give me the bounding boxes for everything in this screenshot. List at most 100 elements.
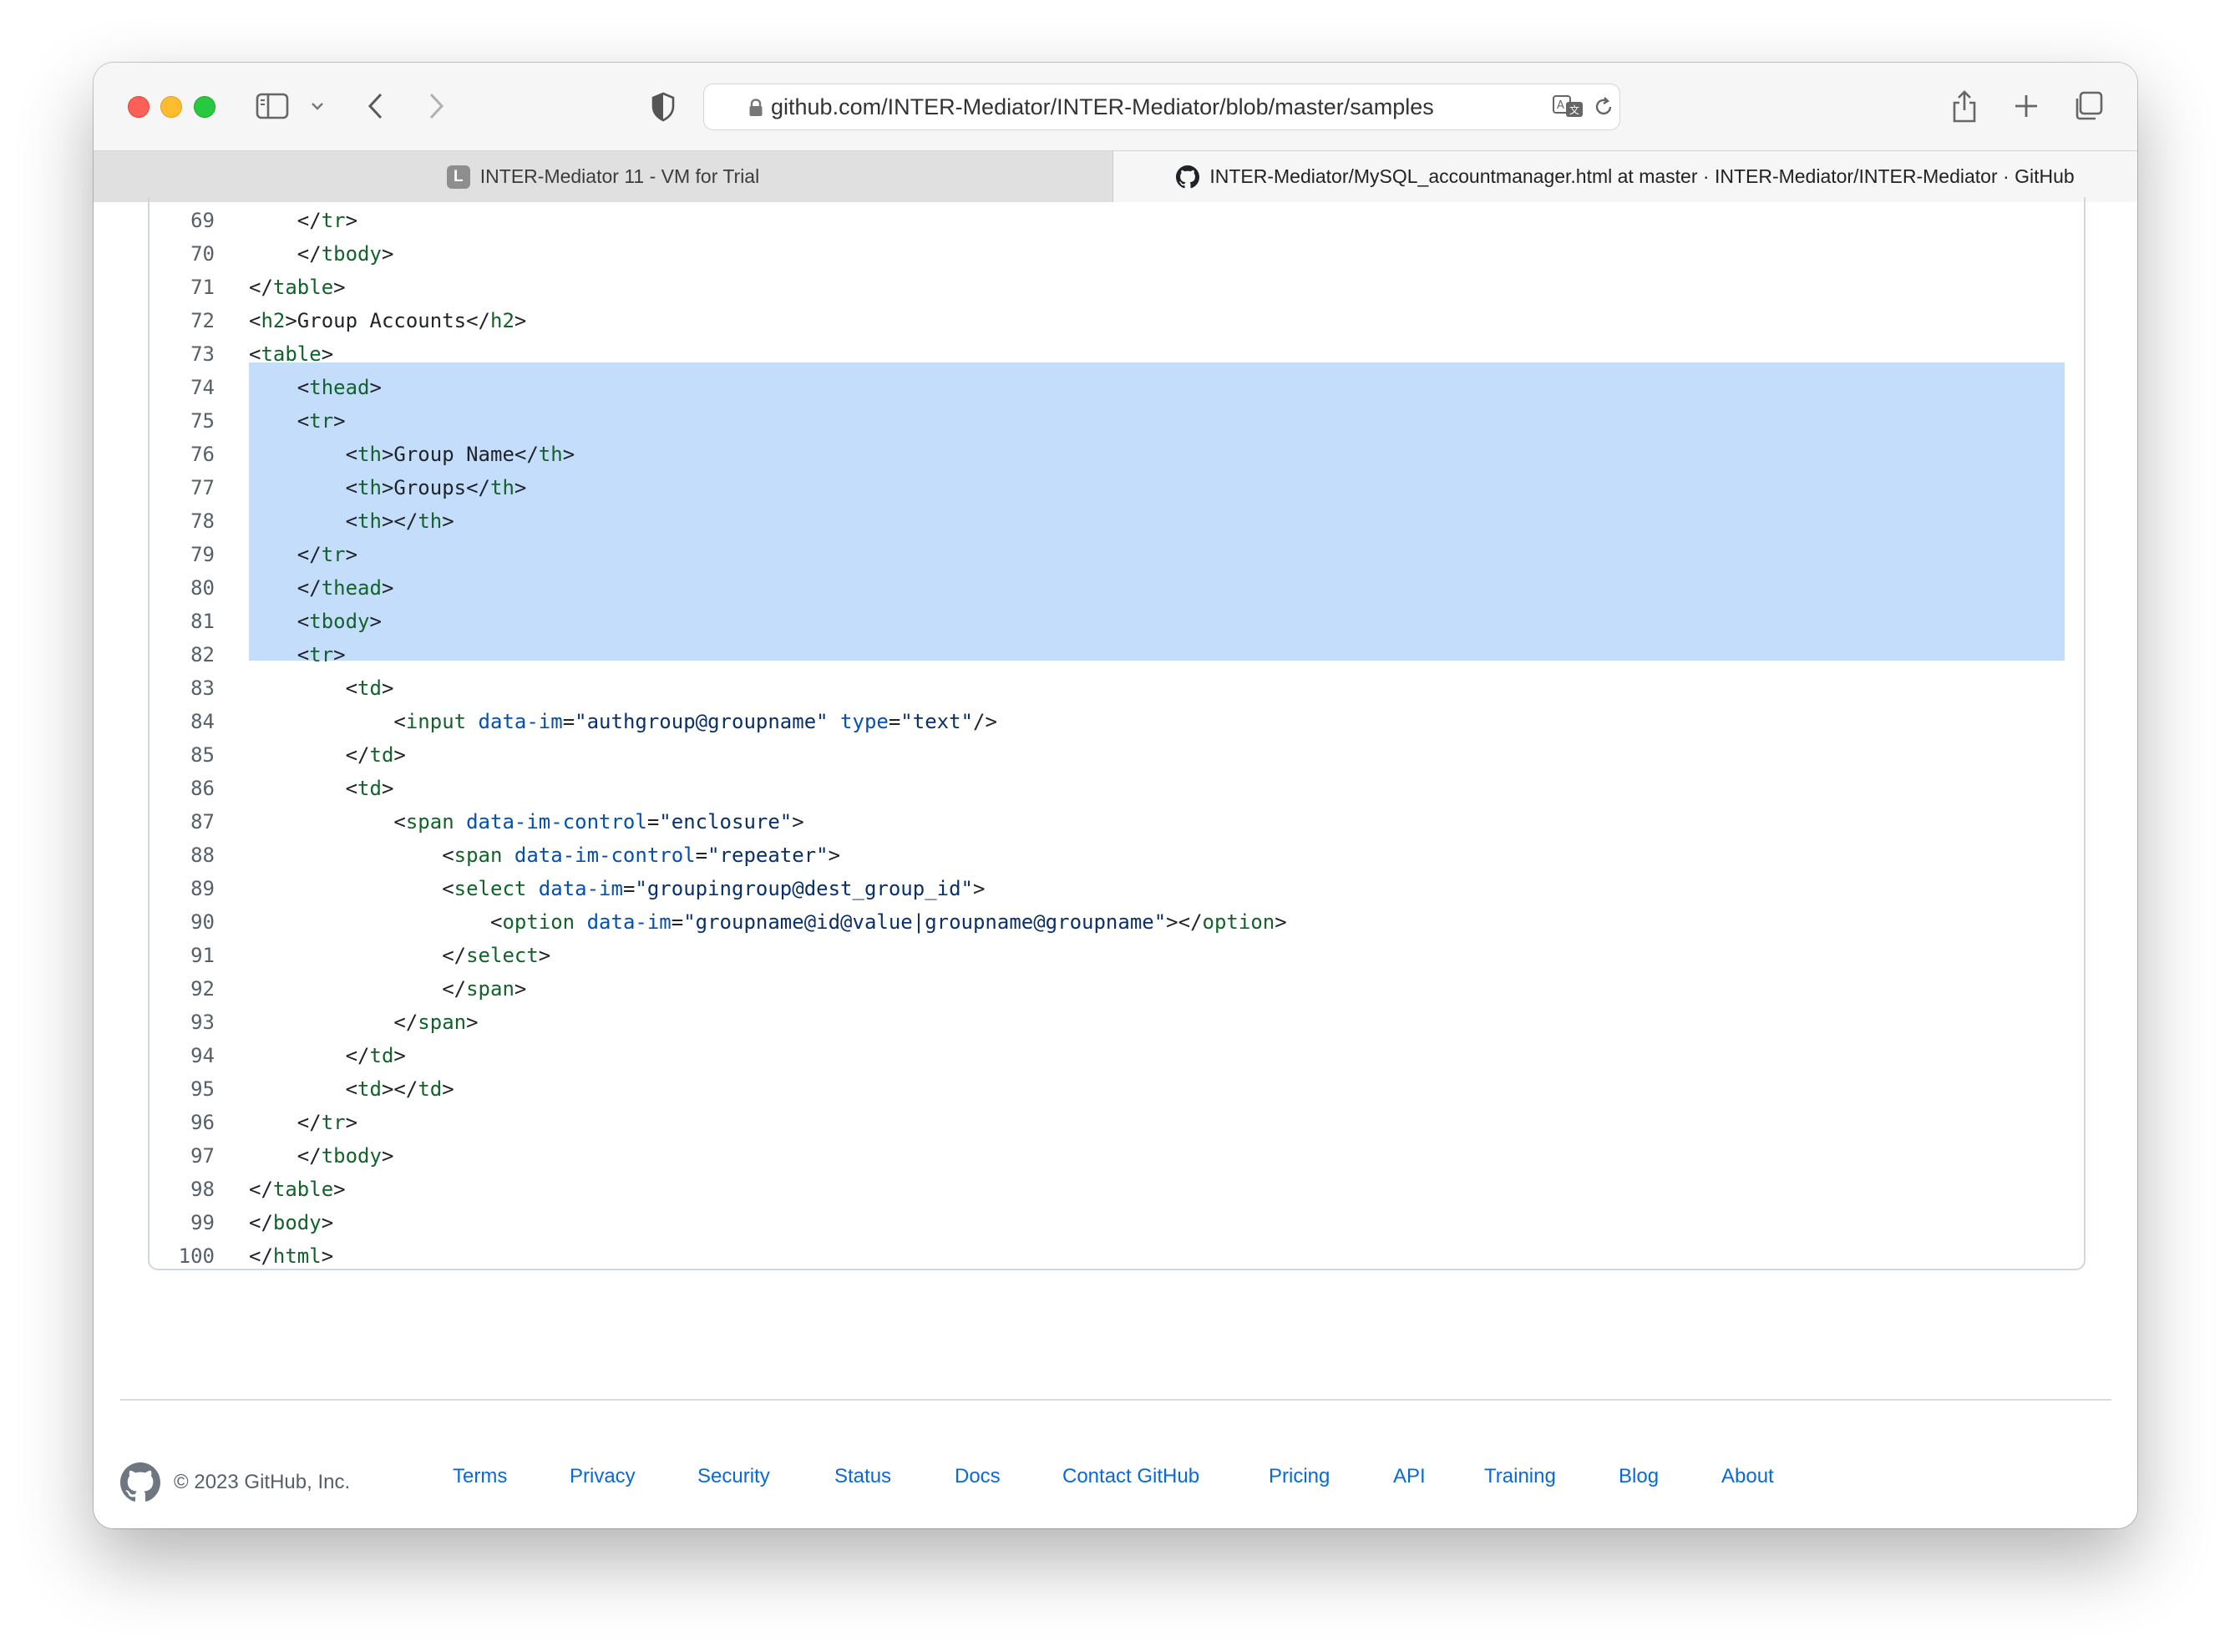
line-number[interactable]: 97 [190,1144,215,1168]
footer-link-api[interactable]: API [1393,1465,1426,1487]
code-text: </tr> [296,543,358,566]
github-icon[interactable] [120,1462,160,1503]
line-number[interactable]: 90 [190,910,215,934]
svg-text:A: A [1557,99,1564,112]
close-window-button[interactable] [128,96,150,118]
share-icon[interactable] [1949,86,1979,126]
line-number[interactable]: 84 [190,710,215,733]
zoom-window-button[interactable] [194,96,215,118]
code-text: </table> [249,276,346,299]
code-text: <th>Groups</th> [345,476,527,499]
line-number[interactable]: 91 [190,944,215,967]
code-text: </thead> [296,576,394,600]
code-text: </tr> [296,209,358,232]
url-text: github.com/INTER-Mediator/INTER-Mediator… [771,94,1434,119]
reload-icon[interactable] [1591,94,1616,119]
code-text: </span> [442,977,527,1001]
line-number[interactable]: 93 [190,1011,215,1034]
code-line: 74 <thead> [94,371,382,404]
line-number[interactable]: 72 [190,309,215,332]
line-number[interactable]: 89 [190,877,215,900]
line-number[interactable]: 98 [190,1178,215,1201]
code-line: 93 </span> [94,1006,478,1039]
tab-inter-mediator-trial[interactable]: L INTER-Mediator 11 - VM for Trial [94,151,1113,202]
line-number[interactable]: 78 [190,509,215,533]
tab-github-file[interactable]: INTER-Mediator/MySQL_accountmanager.html… [1113,151,2137,202]
line-number[interactable]: 70 [190,242,215,266]
tabs-icon[interactable] [2071,89,2105,123]
line-number[interactable]: 85 [190,743,215,767]
footer-link-blog[interactable]: Blog [1619,1465,1660,1487]
line-number[interactable]: 74 [190,376,215,399]
code-text: <thead> [296,376,382,399]
code-line: 79 </tr> [94,538,357,571]
code-line: 98 </table> [94,1173,346,1206]
footer-link-status[interactable]: Status [834,1465,892,1487]
line-number[interactable]: 87 [190,810,215,834]
line-number[interactable]: 75 [190,409,215,433]
minimize-window-button[interactable] [160,96,182,118]
code-text: <select data-im="groupingroup@dest_group… [442,877,986,900]
footer-link-docs[interactable]: Docs [955,1465,1001,1487]
tab-label: INTER-Mediator/MySQL_accountmanager.html… [1209,165,2075,187]
browser-toolbar: github.com/INTER-Mediator/INTER-Mediator… [94,63,2137,150]
footer-link-terms[interactable]: Terms [453,1465,508,1487]
footer-link-privacy[interactable]: Privacy [570,1465,636,1487]
shield-icon[interactable] [648,90,678,124]
code-text: <tr> [296,643,346,666]
chevron-down-icon[interactable] [309,96,326,116]
tab-bar: L INTER-Mediator 11 - VM for Trial INTER… [94,150,2137,202]
chevron-right-icon[interactable] [421,89,451,123]
code-text: </body> [249,1211,334,1234]
code-text: </tr> [296,1111,358,1134]
line-number[interactable]: 79 [190,543,215,566]
line-number[interactable]: 73 [190,342,215,366]
line-number[interactable]: 81 [190,610,215,633]
sidebar-icon[interactable] [255,91,290,121]
footer-link-about[interactable]: About [1721,1465,1774,1487]
code-line: 91 </select> [94,939,550,972]
address-bar[interactable]: github.com/INTER-Mediator/INTER-Mediator… [703,84,1620,130]
code-line: 82 <tr> [94,638,346,671]
line-number[interactable]: 92 [190,977,215,1001]
code-line: 99 </body> [94,1206,333,1239]
line-number[interactable]: 76 [190,443,215,466]
line-number[interactable]: 96 [190,1111,215,1134]
chevron-left-icon[interactable] [361,89,391,123]
plus-icon[interactable] [2011,91,2041,121]
line-number[interactable]: 71 [190,276,215,299]
code-text: </td> [345,743,406,767]
code-line: 69 </tr> [94,204,357,237]
line-number[interactable]: 77 [190,476,215,499]
footer-divider [120,1399,2111,1401]
browser-window: github.com/INTER-Mediator/INTER-Mediator… [94,63,2137,1528]
footer-link-security[interactable]: Security [697,1465,770,1487]
code-line: 87 <span data-im-control="enclosure"> [94,805,804,839]
footer-link-training[interactable]: Training [1484,1465,1556,1487]
code-line: 90 <option data-im="groupname@id@value|g… [94,905,1287,939]
code-line: 83 <td> [94,671,393,705]
line-number[interactable]: 88 [190,844,215,867]
line-number[interactable]: 80 [190,576,215,600]
code-text: </table> [249,1178,346,1201]
line-number[interactable]: 100 [178,1244,215,1268]
line-number[interactable]: 86 [190,777,215,800]
line-number[interactable]: 82 [190,643,215,666]
footer-link-contact-github[interactable]: Contact GitHub [1062,1465,1200,1487]
code-line: 71 </table> [94,271,346,304]
code-text: <span data-im-control="enclosure"> [393,810,804,834]
code-text: <th></th> [345,509,454,533]
line-number[interactable]: 99 [190,1211,215,1234]
line-number[interactable]: 83 [190,677,215,700]
code-line: 78 <th></th> [94,504,454,538]
selection-highlight [249,362,2065,661]
line-number[interactable]: 94 [190,1044,215,1067]
code-line: 95 <td></td> [94,1072,454,1106]
line-number[interactable]: 95 [190,1077,215,1101]
code-line: 72<h2>Group Accounts</h2> [94,304,526,337]
line-number[interactable]: 69 [190,209,215,232]
footer-link-pricing[interactable]: Pricing [1269,1465,1330,1487]
code-line: 86 <td> [94,772,393,805]
tab-label: INTER-Mediator 11 - VM for Trial [479,165,760,187]
